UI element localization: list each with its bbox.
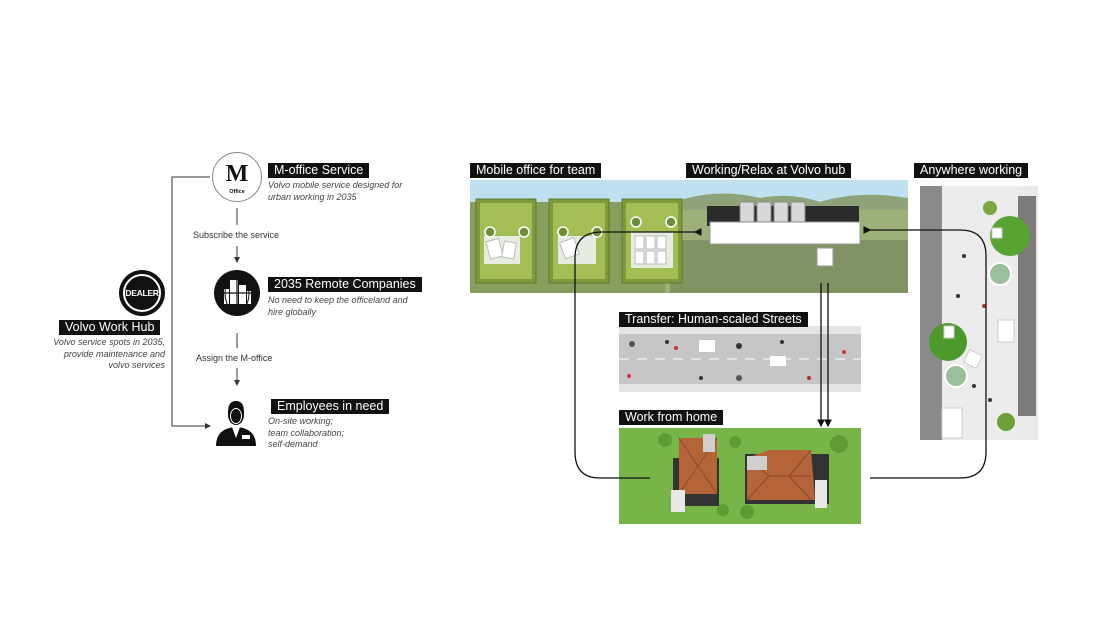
mobile-unit-3 <box>621 198 683 284</box>
hub-landscape <box>470 180 908 293</box>
volvo-hub-building <box>707 201 861 267</box>
hub-title: Volvo Work Hub <box>59 320 161 335</box>
work-from-home-label: Work from home <box>619 410 724 425</box>
street-top-view <box>920 186 1036 440</box>
working-relax-label: Working/Relax at Volvo hub <box>686 163 852 178</box>
assign-label: Assign the M-office <box>196 353 273 363</box>
remote-companies-description: No need to keep the officeland and hire … <box>268 295 408 317</box>
employees-description: On-site working; team collaboration; sel… <box>268 416 345 449</box>
hub-description: Volvo service spots in 2035, provide mai… <box>53 337 165 370</box>
m-office-letter: M <box>225 161 249 187</box>
mobile-unit-1 <box>475 198 537 284</box>
mobile-office-hub-panel <box>470 180 908 293</box>
globe-buildings-icon <box>214 270 260 316</box>
employees-title: Employees in need <box>271 399 390 414</box>
transfer-label: Transfer: Human-scaled Streets <box>619 312 808 327</box>
anywhere-working-label: Anywhere working <box>914 163 1029 178</box>
anywhere-working-panel <box>920 186 1038 440</box>
m-office-description: Volvo mobile service designed for urban … <box>268 180 403 202</box>
m-office-title: M-office Service <box>268 163 370 178</box>
employee-icon <box>216 401 256 446</box>
dealer-icon-label: DEALER <box>125 288 159 298</box>
remote-companies-title: 2035 Remote Companies <box>268 277 422 292</box>
mobile-office-label: Mobile office for team <box>470 163 602 178</box>
subscribe-label: Subscribe the service <box>193 230 280 240</box>
buildings-glyph <box>218 273 256 313</box>
m-office-icon: M Office <box>212 152 262 202</box>
m-office-sub: Office <box>229 189 245 195</box>
dealer-icon: DEALER <box>119 270 165 316</box>
work-from-home-panel <box>619 428 861 524</box>
houses-top-view <box>619 428 861 524</box>
